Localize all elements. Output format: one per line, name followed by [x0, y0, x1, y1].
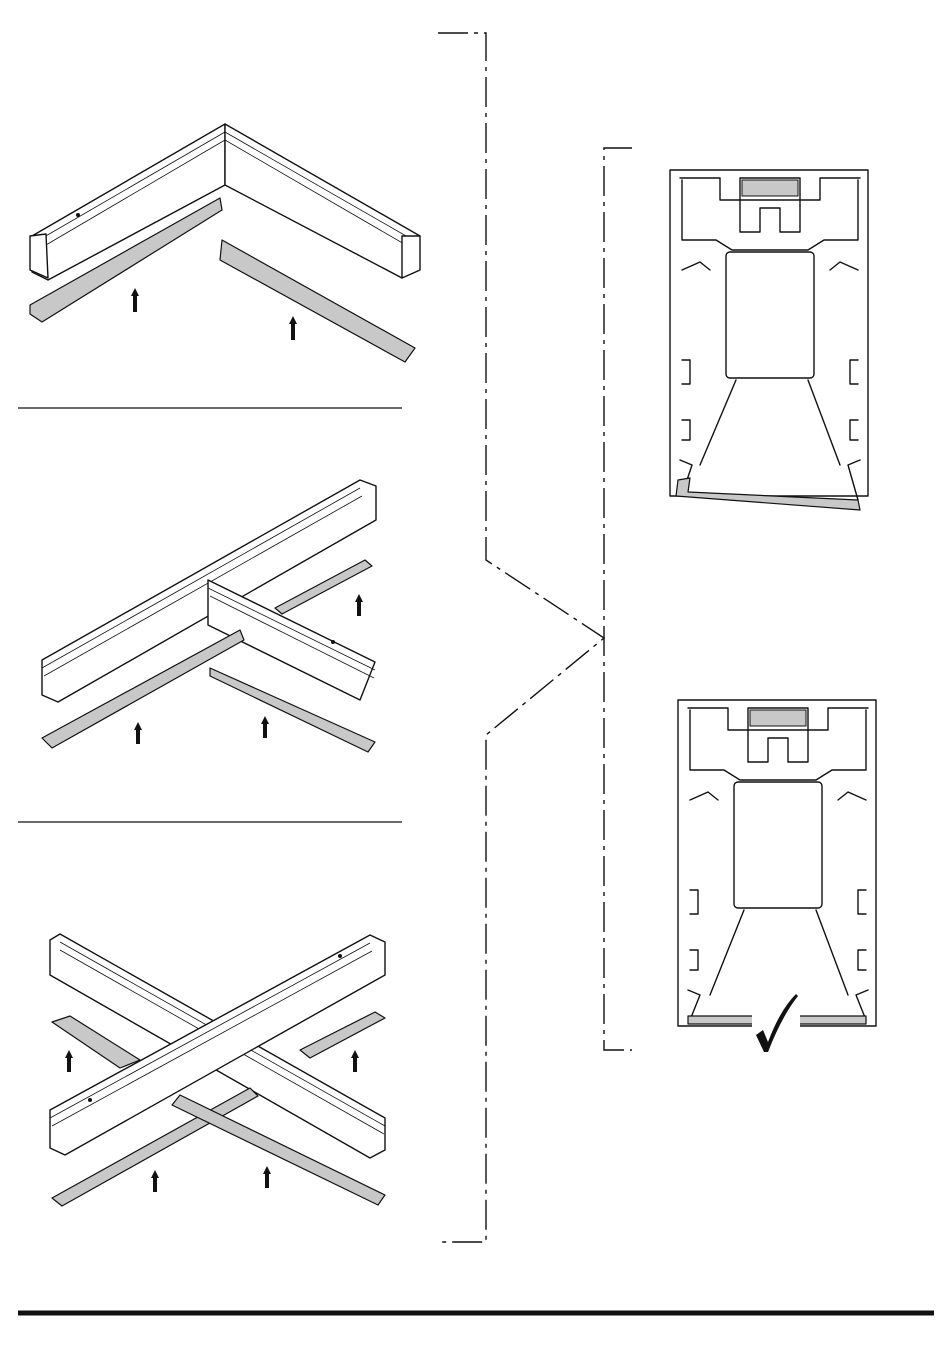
- led-driver-box: [734, 782, 822, 908]
- profile-cross-section-misaligned: [670, 170, 868, 510]
- cross-connector-assembly: [50, 934, 385, 1206]
- tee-connector-assembly: [42, 480, 376, 752]
- cross-diffuser-upper-right: [300, 1012, 385, 1058]
- tee-arrow-up-icon: [134, 722, 142, 744]
- corner-connector-assembly: [30, 124, 420, 362]
- left-group-bracket: [438, 33, 604, 1242]
- cross-arrow-up-icon: [65, 1050, 73, 1072]
- tee-arrow-up-icon: [355, 594, 363, 616]
- cross-arrow-up-icon: [151, 1170, 159, 1192]
- cross-diffuser-upper-left: [52, 1016, 140, 1068]
- cross-arrow-up-icon: [351, 1050, 359, 1072]
- cross-arrow-up-icon: [263, 1166, 271, 1188]
- right-group-bracket: [604, 148, 632, 1050]
- led-driver-box: [726, 252, 814, 378]
- corner-arrow-up-icon: [131, 288, 139, 312]
- corner-arrow-up-icon: [289, 316, 297, 340]
- profile-cross-section-fitted: [678, 700, 876, 1052]
- tee-arrow-up-icon: [261, 716, 269, 738]
- corner-right-housing: [225, 124, 420, 278]
